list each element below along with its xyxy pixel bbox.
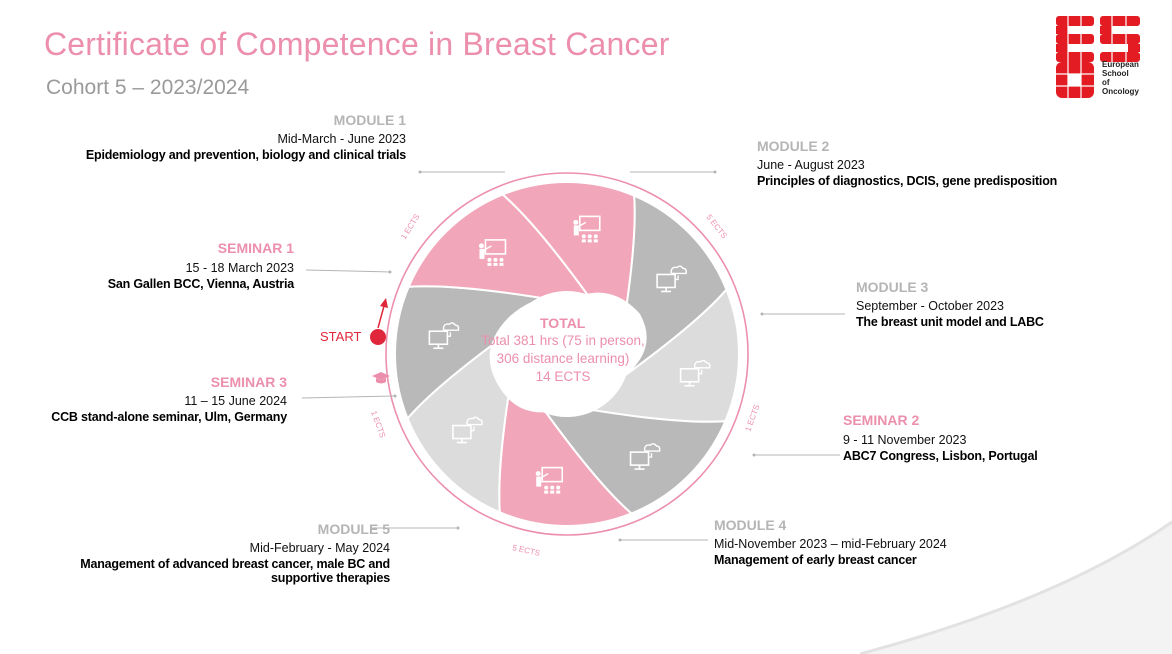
module-4-date: Mid-November 2023 – mid-February 2024 bbox=[714, 537, 947, 551]
center-hole bbox=[489, 292, 647, 413]
seminar-3-desc: CCB stand-alone seminar, Ulm, Germany bbox=[51, 410, 287, 424]
classroom-icon bbox=[573, 215, 601, 243]
start-arrow bbox=[380, 298, 388, 308]
seminar-1-heading: SEMINAR 1 bbox=[217, 240, 294, 256]
module-3-date: September - October 2023 bbox=[856, 299, 1004, 313]
outer-ring bbox=[385, 172, 749, 536]
computer-cloud-icon bbox=[629, 443, 661, 470]
ects-label: 1 ECTS bbox=[743, 403, 761, 432]
module-4-heading: MODULE 4 bbox=[714, 517, 787, 533]
module-1-block: MODULE 1 Mid-March - June 2023 Epidemiol… bbox=[86, 112, 406, 162]
start-label: START bbox=[320, 329, 362, 344]
seminar-1-desc: San Gallen BCC, Vienna, Austria bbox=[107, 277, 294, 291]
seminar-2-block: SEMINAR 2 9 - 11 November 2023 ABC7 Cong… bbox=[843, 412, 1038, 463]
module-2-heading: MODULE 2 bbox=[757, 138, 830, 154]
module-4-desc: Management of early breast cancer bbox=[714, 553, 917, 567]
computer-cloud-icon bbox=[428, 322, 460, 350]
start-dot bbox=[370, 329, 386, 345]
classroom-icon bbox=[478, 239, 507, 266]
seminar-1-block: SEMINAR 1 15 - 18 March 2023 San Gallen … bbox=[108, 240, 294, 291]
classroom-icon bbox=[535, 466, 564, 494]
ects-label: 5 ECTS bbox=[704, 213, 728, 241]
module-5-desc-line1: Management of advanced breast cancer, ma… bbox=[80, 557, 390, 571]
module-1-date: Mid-March - June 2023 bbox=[277, 132, 406, 146]
ects-label: 1 ECTS bbox=[369, 410, 387, 439]
module-1-heading: MODULE 1 bbox=[333, 112, 406, 128]
total-heading: TOTAL bbox=[540, 315, 586, 331]
connector-lines bbox=[301, 171, 845, 541]
page-subtitle: Cohort 5 – 2023/2024 bbox=[46, 76, 250, 99]
module-3-desc: The breast unit model and LABC bbox=[856, 315, 1044, 329]
module-1-desc: Epidemiology and prevention, biology and… bbox=[85, 148, 406, 162]
seminar-3-date: 11 – 15 June 2024 bbox=[184, 394, 287, 408]
ects-label: 1 ECTS bbox=[399, 213, 421, 242]
module-3-heading: MODULE 3 bbox=[856, 279, 929, 295]
computer-cloud-icon bbox=[679, 359, 711, 387]
graduation-cap-icon bbox=[372, 372, 390, 384]
module-5-desc-line2: supportive therapies bbox=[271, 571, 390, 585]
module-5-block: MODULE 5 Mid-February - May 2024 Managem… bbox=[80, 521, 390, 585]
computer-cloud-icon bbox=[656, 265, 687, 293]
page-title: Certificate of Competence in Breast Canc… bbox=[44, 26, 670, 62]
module-5-date: Mid-February - May 2024 bbox=[249, 541, 390, 555]
seminar-2-date: 9 - 11 November 2023 bbox=[843, 433, 967, 447]
eso-logo bbox=[1056, 16, 1140, 98]
module-5-heading: MODULE 5 bbox=[317, 521, 390, 537]
module-2-block: MODULE 2 June - August 2023 Principles o… bbox=[757, 138, 1057, 188]
seminar-2-heading: SEMINAR 2 bbox=[843, 412, 920, 428]
seminar-1-date: 15 - 18 March 2023 bbox=[185, 261, 294, 275]
ects-label: 5 ECTS bbox=[512, 543, 541, 558]
module-3-block: MODULE 3 September - October 2023 The br… bbox=[856, 279, 1044, 329]
computer-cloud-icon bbox=[452, 416, 483, 444]
seminar-2-desc: ABC7 Congress, Lisbon, Portugal bbox=[843, 449, 1038, 463]
module-2-date: June - August 2023 bbox=[757, 158, 865, 172]
seminar-segment bbox=[407, 193, 591, 299]
module-2-desc: Principles of diagnostics, DCIS, gene pr… bbox=[757, 174, 1058, 188]
seminar-3-block: SEMINAR 3 11 – 15 June 2024 CCB stand-al… bbox=[51, 374, 287, 424]
module-4-block: MODULE 4 Mid-November 2023 – mid-Februar… bbox=[714, 517, 947, 567]
seminar-3-heading: SEMINAR 3 bbox=[210, 374, 287, 390]
total-description: Total 381 hrs (75 in person, 306 distanc… bbox=[481, 333, 645, 384]
